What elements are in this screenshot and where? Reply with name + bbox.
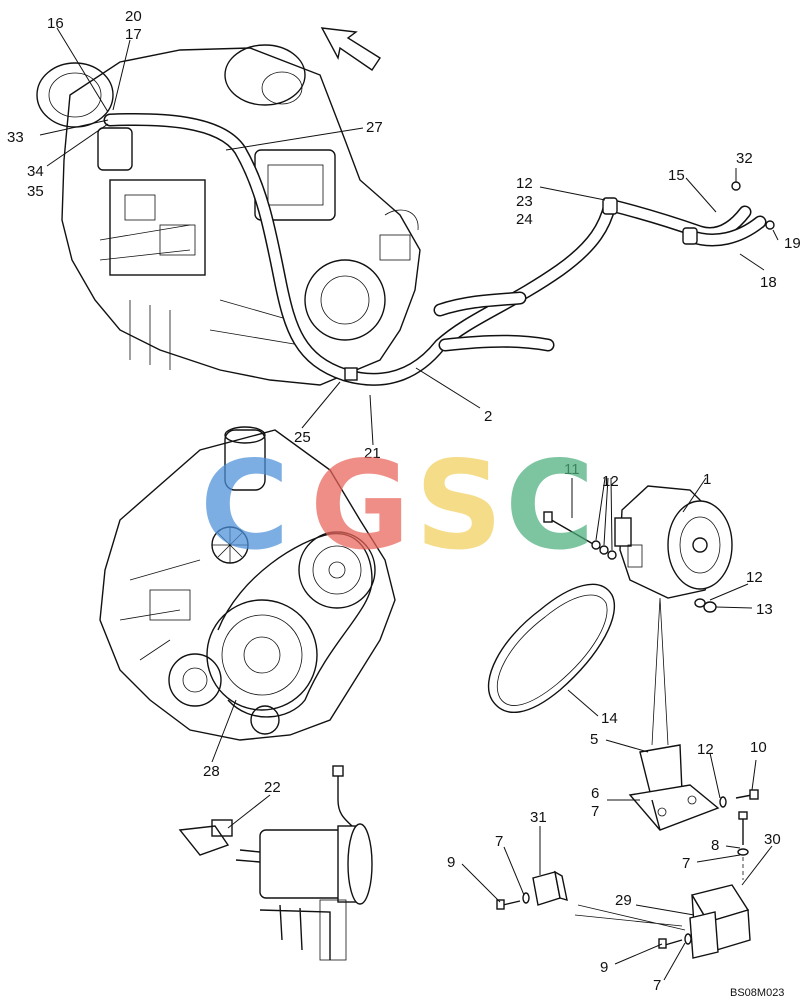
callout-7-bracket: 7 (591, 803, 599, 820)
callout-28: 28 (203, 763, 220, 780)
callout-12-nut: 12 (746, 569, 763, 586)
compressor (543, 485, 733, 613)
mounting-bracket (628, 597, 759, 880)
compressor-side-view (178, 765, 373, 961)
watermark-letter-2: G (310, 435, 410, 577)
callout-25: 25 (294, 429, 311, 446)
drawing-code: BS08M023 (730, 987, 784, 999)
callout-18: 18 (760, 274, 777, 291)
callout-15: 15 (668, 167, 685, 184)
drive-belt (487, 583, 616, 714)
callout-9-left: 9 (447, 854, 455, 871)
callout-27: 27 (366, 119, 383, 136)
callout-16: 16 (47, 15, 64, 32)
callout-17: 17 (125, 26, 142, 43)
refrigerant-hose-upper (103, 112, 775, 386)
callout-19: 19 (784, 235, 801, 252)
callout-8: 8 (711, 837, 719, 854)
callout-5: 5 (590, 731, 598, 748)
callout-23: 23 (516, 193, 533, 210)
engine-lower (99, 426, 396, 741)
leader-lines (39, 27, 779, 981)
callout-24: 24 (516, 211, 533, 228)
callout-34: 34 (27, 163, 44, 180)
callout-12-bracket: 12 (697, 741, 714, 758)
callout-21: 21 (364, 445, 381, 462)
spacer-blocks (496, 870, 751, 959)
callout-32: 32 (736, 150, 753, 167)
callout-12-compressor: 12 (602, 473, 619, 490)
callout-35: 35 (27, 183, 44, 200)
callout-7-washer-right: 7 (682, 855, 690, 872)
engine-upper (36, 44, 421, 386)
callout-labels: 16 20 17 33 34 35 27 12 23 24 15 32 19 1… (7, 8, 801, 999)
watermark: C G S C (200, 435, 595, 577)
callout-11: 11 (564, 461, 580, 478)
watermark-letter-4: C (505, 435, 595, 577)
callout-30: 30 (764, 831, 781, 848)
watermark-letter-3: S (415, 435, 503, 577)
callout-22: 22 (264, 779, 281, 796)
callout-20: 20 (125, 8, 142, 25)
callout-9-lower: 9 (600, 959, 608, 976)
callout-12-upper: 12 (516, 175, 533, 192)
callout-1: 1 (703, 471, 711, 488)
callout-31: 31 (530, 809, 547, 826)
watermark-letter-1: C (200, 435, 290, 577)
callout-2: 2 (484, 408, 492, 425)
callout-10: 10 (750, 739, 767, 756)
callout-14: 14 (601, 710, 618, 727)
callout-7-lower: 7 (653, 977, 661, 994)
callout-13: 13 (756, 601, 773, 618)
callout-6: 6 (591, 785, 599, 802)
callout-29: 29 (615, 892, 632, 909)
direction-arrow (320, 27, 381, 71)
callout-7-washer-left: 7 (495, 833, 503, 850)
callout-33: 33 (7, 129, 24, 146)
